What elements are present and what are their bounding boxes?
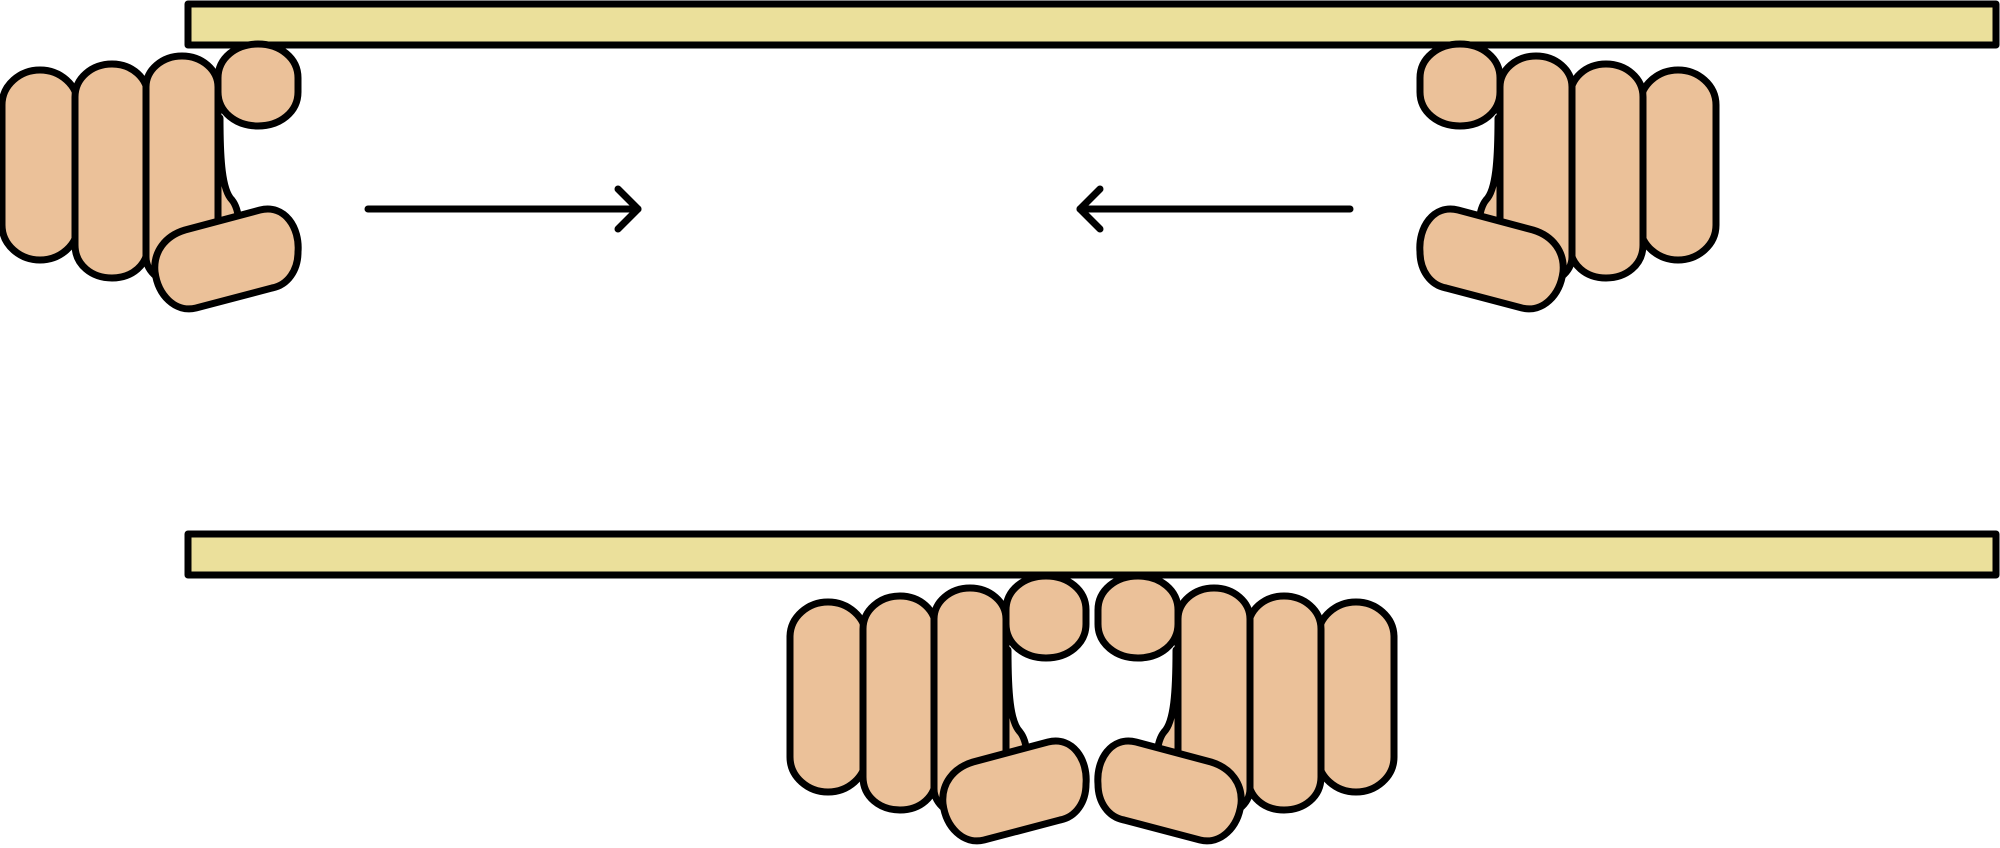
top-left-hand bbox=[2, 44, 298, 309]
top-panel bbox=[2, 0, 2000, 309]
top-right-hand bbox=[1420, 44, 1716, 309]
arrow-right-icon bbox=[364, 185, 642, 233]
arrow-left-icon bbox=[1076, 185, 1354, 233]
bottom-panel bbox=[184, 530, 2000, 841]
bottom-left-hand bbox=[790, 576, 1086, 841]
bottom-bar bbox=[184, 530, 2000, 579]
top-bar bbox=[184, 0, 2000, 49]
bottom-right-hand bbox=[1098, 576, 1394, 841]
